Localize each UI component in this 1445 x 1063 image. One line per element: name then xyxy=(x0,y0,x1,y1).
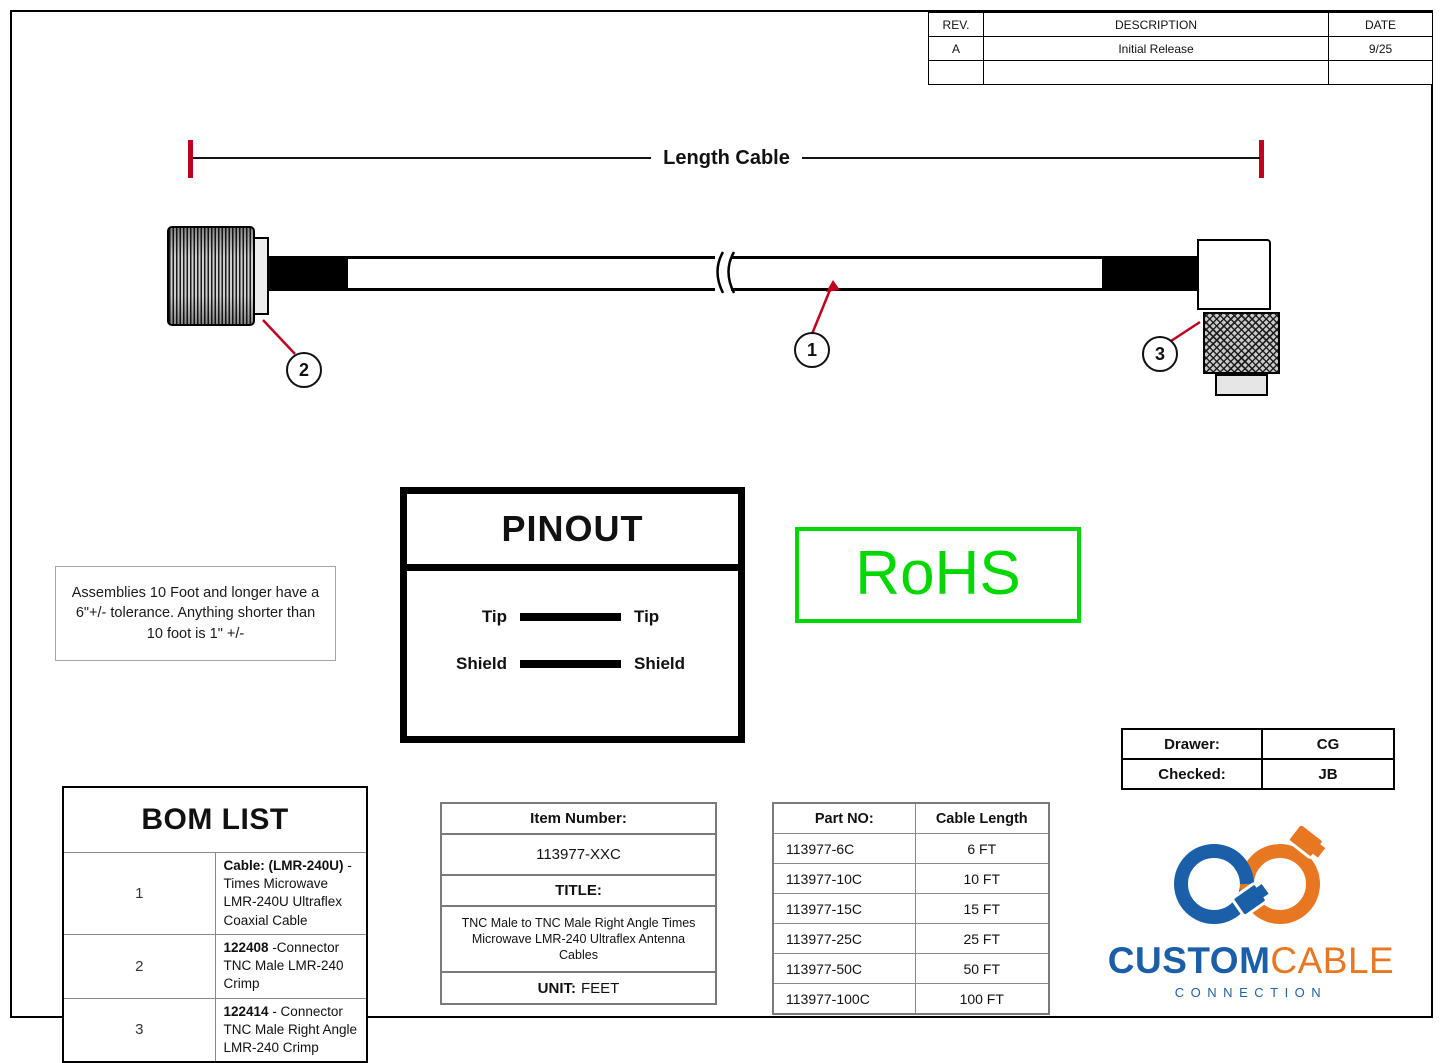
callout-3-bubble: 3 xyxy=(1142,336,1178,372)
length-cable-label: Length Cable xyxy=(663,146,790,169)
bom-item-number: 1 xyxy=(62,852,216,935)
unit-label: UNIT: xyxy=(537,979,576,997)
unit-row: UNIT: FEET xyxy=(442,973,715,1003)
pinout-rows: Tip Tip Shield Shield xyxy=(407,571,738,674)
length-dimension: Length Cable xyxy=(193,143,1261,173)
revision-row-empty xyxy=(928,60,1433,85)
tip-wire xyxy=(520,613,621,621)
item-number-value: 113977-XXC xyxy=(442,835,715,876)
part-no-header: Part NO: xyxy=(772,802,916,834)
checked-row: Checked: JB xyxy=(1121,758,1395,790)
bom-row-2: 2 122408 -Connector TNC Male LMR-240 Cri… xyxy=(62,933,368,999)
cable-body-right xyxy=(731,256,1105,291)
bom-item-description: Cable: (LMR-240U) - Times Microwave LMR-… xyxy=(214,852,368,935)
drawer-row: Drawer: CG xyxy=(1121,728,1395,760)
cable-body-left xyxy=(345,256,715,291)
approval-table: Drawer: CG Checked: JB xyxy=(1121,728,1395,790)
drawer-value: CG xyxy=(1261,728,1395,760)
tip-right-label: Tip xyxy=(634,607,660,626)
unit-value: FEET xyxy=(580,979,620,997)
tnc-right-angle-knurl xyxy=(1203,312,1280,374)
cable-boot-left xyxy=(267,256,347,291)
item-info-box: Item Number: 113977-XXC TITLE: TNC Male … xyxy=(440,802,717,1005)
callout-3-number: 3 xyxy=(1154,343,1165,364)
callout-1-bubble: 1 xyxy=(794,332,830,368)
dimension-end-bar-left xyxy=(188,140,193,178)
logo-connection-text: CONNECTION xyxy=(1174,985,1328,1000)
dimension-line-left xyxy=(193,156,652,160)
shield-wire xyxy=(520,660,621,668)
pinout-row-tip: Tip Tip xyxy=(447,607,696,627)
date-header: DATE xyxy=(1328,12,1433,37)
bom-title: BOM LIST xyxy=(62,786,368,853)
drawer-label: Drawer: xyxy=(1121,728,1263,760)
pinout-row-shield: Shield Shield xyxy=(447,654,696,674)
shield-right-label: Shield xyxy=(634,654,686,673)
shield-left-label: Shield xyxy=(455,654,507,673)
bom-row-1: 1 Cable: (LMR-240U) - Times Microwave LM… xyxy=(62,852,368,935)
revision-row: A Initial Release 9/25 xyxy=(928,36,1433,61)
cable-boot-right xyxy=(1103,256,1198,291)
tolerance-note: Assemblies 10 Foot and longer have a 6"+… xyxy=(55,566,336,661)
item-number-label: Item Number: xyxy=(442,804,715,835)
pinout-box: PINOUT Tip Tip Shield Shield xyxy=(400,487,745,743)
bom-item-number: 2 xyxy=(62,933,216,999)
bom-item-number: 3 xyxy=(62,997,216,1063)
rohs-badge: RoHS xyxy=(795,527,1081,623)
title-value: TNC Male to TNC Male Right Angle Times M… xyxy=(442,907,715,973)
rev-header: REV. xyxy=(928,12,984,37)
part-table-header: Part NO: Cable Length xyxy=(772,802,1050,834)
description-value: Initial Release xyxy=(983,36,1329,61)
bom-item-description: 122408 -Connector TNC Male LMR-240 Crimp xyxy=(214,933,368,999)
rohs-label: RoHS xyxy=(855,538,1021,608)
tip-left-label: Tip xyxy=(481,607,507,626)
infinity-cable-icon xyxy=(1174,826,1326,924)
dimension-end-bar-right xyxy=(1259,140,1264,178)
title-label: TITLE: xyxy=(442,876,715,907)
dimension-line-right xyxy=(801,156,1261,160)
description-header: DESCRIPTION xyxy=(983,12,1329,37)
bom-title-row: BOM LIST xyxy=(62,786,368,853)
callout-2-number: 2 xyxy=(298,359,309,380)
checked-value: JB xyxy=(1261,758,1395,790)
date-value: 9/25 xyxy=(1328,36,1433,61)
logo-custom-text: CUSTOM xyxy=(1107,940,1271,981)
bom-row-3: 3 122414 - Connector TNC Male Right Angl… xyxy=(62,997,368,1063)
rev-value: A xyxy=(928,36,984,61)
pinout-title: PINOUT xyxy=(407,494,738,571)
tnc-right-angle-body xyxy=(1197,239,1271,310)
logo-cable-text: CABLE xyxy=(1270,940,1395,981)
checked-label: Checked: xyxy=(1121,758,1263,790)
callout-1-number: 1 xyxy=(806,339,817,360)
tnc-right-angle-tip xyxy=(1215,374,1268,396)
callout-2-bubble: 2 xyxy=(286,352,322,388)
bom-item-description: 122414 - Connector TNC Male Right Angle … xyxy=(214,997,368,1063)
cable-length-header: Cable Length xyxy=(914,802,1050,834)
bom-table: BOM LIST 1 Cable: (LMR-240U) - Times Mic… xyxy=(62,786,368,1063)
tnc-male-connector xyxy=(167,226,255,326)
revision-table: REV. DESCRIPTION DATE A Initial Release … xyxy=(928,12,1433,85)
tolerance-note-text: Assemblies 10 Foot and longer have a 6"+… xyxy=(71,584,320,642)
revision-header-row: REV. DESCRIPTION DATE xyxy=(928,12,1433,37)
sheet-border xyxy=(10,10,1433,1018)
